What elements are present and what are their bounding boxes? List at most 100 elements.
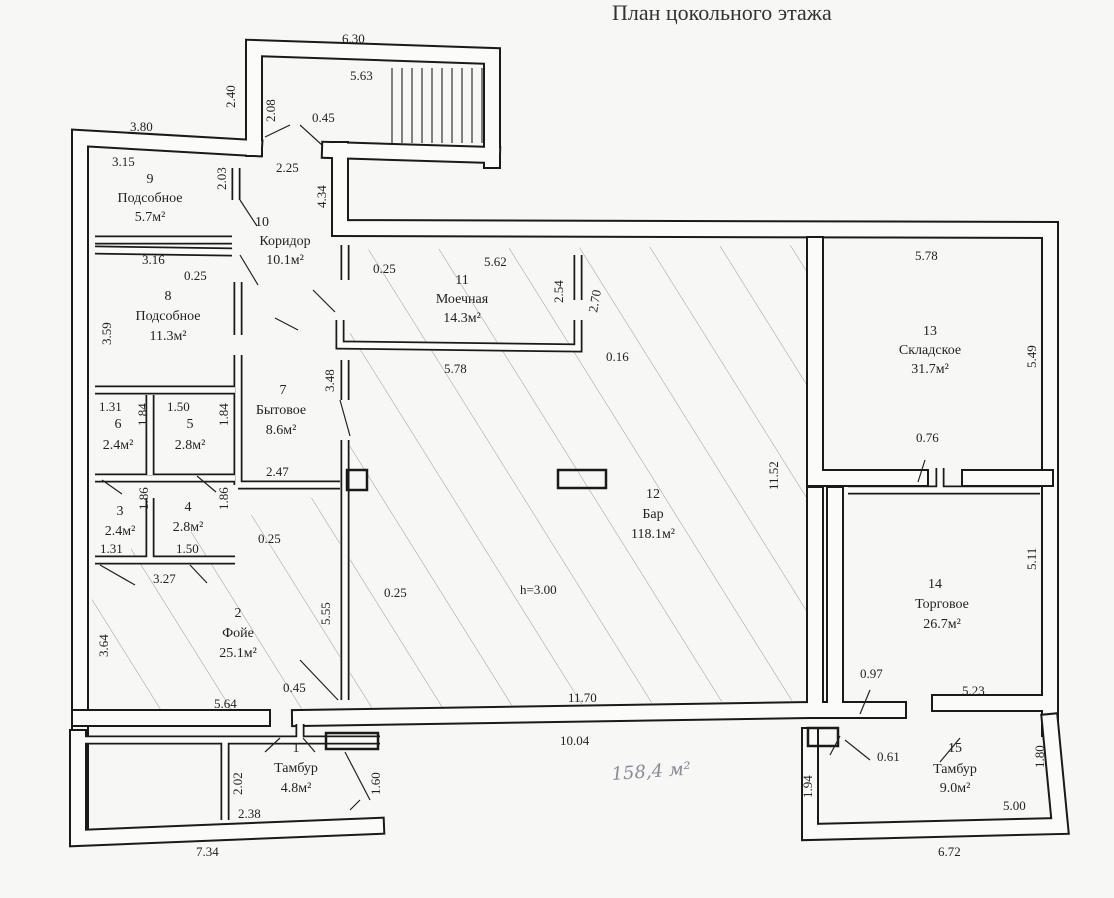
room-12-name: Бар <box>642 507 663 522</box>
dimension-bar-top: 5.78 <box>444 361 467 376</box>
dimension-bar-bottom: 11.70 <box>568 690 597 705</box>
dimension-tambur15-w: 5.00 <box>1003 798 1026 813</box>
dimension-room6-h: 1.84 <box>135 403 150 426</box>
room-13-area: 31.7м² <box>911 362 949 377</box>
dimension-room5-w: 1.50 <box>167 399 190 414</box>
column <box>806 726 840 748</box>
room-6-number: 6 <box>115 417 122 432</box>
dimension-room7-width: 2.47 <box>266 464 289 479</box>
dimension-door-stair: 0.45 <box>312 110 335 125</box>
room-14-area: 26.7м² <box>923 617 961 632</box>
room-9-area: 5.7м² <box>135 210 166 225</box>
dimension-stair-outer-width: 6.30 <box>342 31 365 46</box>
room-7-area: 8.6м² <box>266 423 297 438</box>
column <box>556 468 608 490</box>
total-area-handwritten: 158,4 м² <box>611 758 692 784</box>
dimension-room11-height-b: 2.70 <box>585 289 604 314</box>
room-10-name: Коридор <box>259 234 310 249</box>
dimension-lower-right: 6.72 <box>938 844 961 859</box>
room-8-name: Подсобное <box>135 309 200 324</box>
dimension-room6-w: 1.31 <box>99 399 122 414</box>
room-2-number: 2 <box>235 606 242 621</box>
dimension-stair-inner-width: 5.63 <box>350 68 373 83</box>
ceiling-height: h=3.00 <box>520 582 557 597</box>
room-4-area: 2.8м² <box>173 520 204 535</box>
dimension-foyer-width: 5.64 <box>214 696 237 711</box>
dimension-foyer-partition: 0.25 <box>384 585 407 600</box>
dimension-corridor-height: 4.34 <box>314 185 329 208</box>
column <box>345 468 369 492</box>
dimension-room11-height-a: 2.54 <box>551 280 566 303</box>
room-8-number: 8 <box>165 289 172 304</box>
dimension-foyer-partition-len: 5.55 <box>318 602 333 625</box>
dimension-labels: 6.30 5.63 2.40 2.08 3.80 0.45 3.15 2.03 … <box>96 31 1047 859</box>
dimension-door-13-14: 0.76 <box>916 430 939 445</box>
dimension-tambur15-h: 1.94 <box>800 775 815 798</box>
room-8-area: 11.3м² <box>149 329 186 344</box>
dimension-door-foyer: 0.45 <box>283 680 306 695</box>
room-12-number: 12 <box>646 487 660 502</box>
room-3-number: 3 <box>117 504 124 519</box>
dimension-tambur1-w: 2.38 <box>238 806 261 821</box>
room-13-number: 13 <box>923 324 937 339</box>
dimension-room8-width: 3.16 <box>142 252 165 267</box>
room-12-area: 118.1м² <box>631 527 675 542</box>
dimension-room7-height: 3.48 <box>322 369 337 392</box>
dimension-lower-left: 7.34 <box>196 844 219 859</box>
room-labels: 1 Тамбур 4.8м² 2 Фойе 25.1м² 3 2.4м² 4 2… <box>103 172 977 796</box>
dimension-room9-height: 2.03 <box>214 167 229 190</box>
dimension-top-left-wall: 3.80 <box>130 119 153 134</box>
dimension-wc-block: 3.27 <box>153 571 176 586</box>
dimension-outer-bottom: 10.04 <box>560 733 590 748</box>
room-2-area: 25.1м² <box>219 646 257 661</box>
dimension-room8-height: 3.59 <box>99 322 114 345</box>
dimension-foyer-height: 3.64 <box>96 634 111 657</box>
bar-hatch <box>350 245 808 708</box>
room-1-name: Тамбур <box>274 761 318 776</box>
staircase <box>391 68 483 143</box>
dimension-stair-outer-height: 2.40 <box>223 85 238 108</box>
plan-title: План цокольного этажа <box>612 0 832 25</box>
walls <box>69 38 1070 848</box>
room-9-number: 9 <box>147 172 154 187</box>
room-11-number: 11 <box>455 273 468 288</box>
dimension-tambur15-h2: 1.80 <box>1032 745 1047 768</box>
column <box>324 731 380 751</box>
dimension-room9-width: 3.15 <box>112 154 135 169</box>
dimension-tambur1-door: 1.60 <box>368 772 383 795</box>
dimension-stair-inner-height: 2.08 <box>263 99 278 122</box>
dimension-room11-width: 5.62 <box>484 254 507 269</box>
dimension-room13-width: 5.78 <box>915 248 938 263</box>
room-11-area: 14.3м² <box>443 311 481 326</box>
room-4-number: 4 <box>185 500 192 515</box>
door-swings <box>99 124 961 811</box>
room-13-name: Складское <box>899 343 961 358</box>
dimension-corridor-width: 2.25 <box>276 160 299 175</box>
room-15-area: 9.0м² <box>940 781 971 796</box>
dimension-room11-wall: 0.25 <box>373 261 396 276</box>
room-9-name: Подсобное <box>117 191 182 206</box>
room-15-name: Тамбур <box>933 762 977 777</box>
room-14-number: 14 <box>928 577 942 592</box>
room-15-number: 15 <box>948 741 962 756</box>
room-5-number: 5 <box>187 417 194 432</box>
room-3-area: 2.4м² <box>105 524 136 539</box>
room-5-area: 2.8м² <box>175 438 206 453</box>
dimension-room13-height: 5.49 <box>1024 345 1039 368</box>
room-2-name: Фойе <box>222 626 254 641</box>
dimension-room8-wall: 0.25 <box>184 268 207 283</box>
room-6-area: 2.4м² <box>103 438 134 453</box>
dimension-room4-h: 1.86 <box>216 487 231 510</box>
dimension-room4-wall: 0.25 <box>258 531 281 546</box>
dimension-room5-h: 1.84 <box>216 403 231 426</box>
dimension-room3-h: 1.86 <box>136 487 151 510</box>
dimension-tambur1-h: 2.02 <box>230 772 245 795</box>
room-7-number: 7 <box>280 383 287 398</box>
dimension-room14-height: 5.11 <box>1024 548 1039 570</box>
dimension-room4-w: 1.50 <box>176 541 199 556</box>
dimension-bar-height: 11.52 <box>766 461 781 490</box>
room-1-number: 1 <box>293 741 300 756</box>
dimension-room14-width: 5.23 <box>962 683 985 698</box>
room-1-area: 4.8м² <box>281 781 312 796</box>
